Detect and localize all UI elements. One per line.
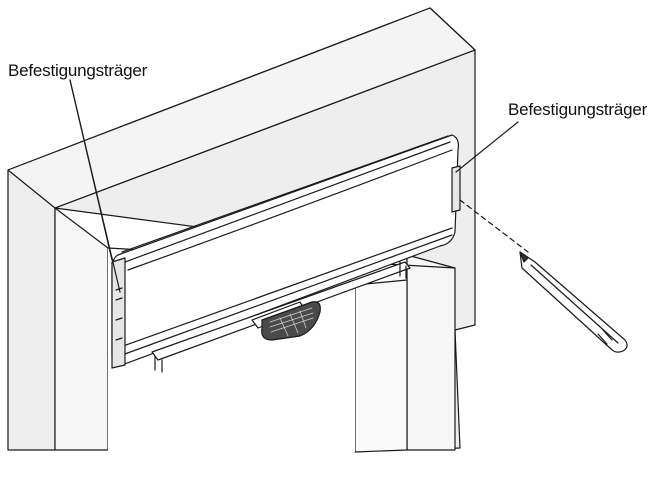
recess-right-side xyxy=(406,254,456,451)
housing-top-lip xyxy=(121,135,449,253)
marking-line xyxy=(459,199,529,253)
bracket-label-left: Befestigungsträger xyxy=(8,61,148,80)
left-bracket xyxy=(111,257,126,369)
recess-right-inner xyxy=(354,279,408,453)
bracket-label-right: Befestigungsträger xyxy=(508,100,648,119)
recess-left-side xyxy=(54,207,109,451)
right-bracket xyxy=(451,165,461,213)
leader-right xyxy=(455,121,519,173)
leader-left-2 xyxy=(69,79,113,261)
pencil-icon xyxy=(519,251,628,353)
